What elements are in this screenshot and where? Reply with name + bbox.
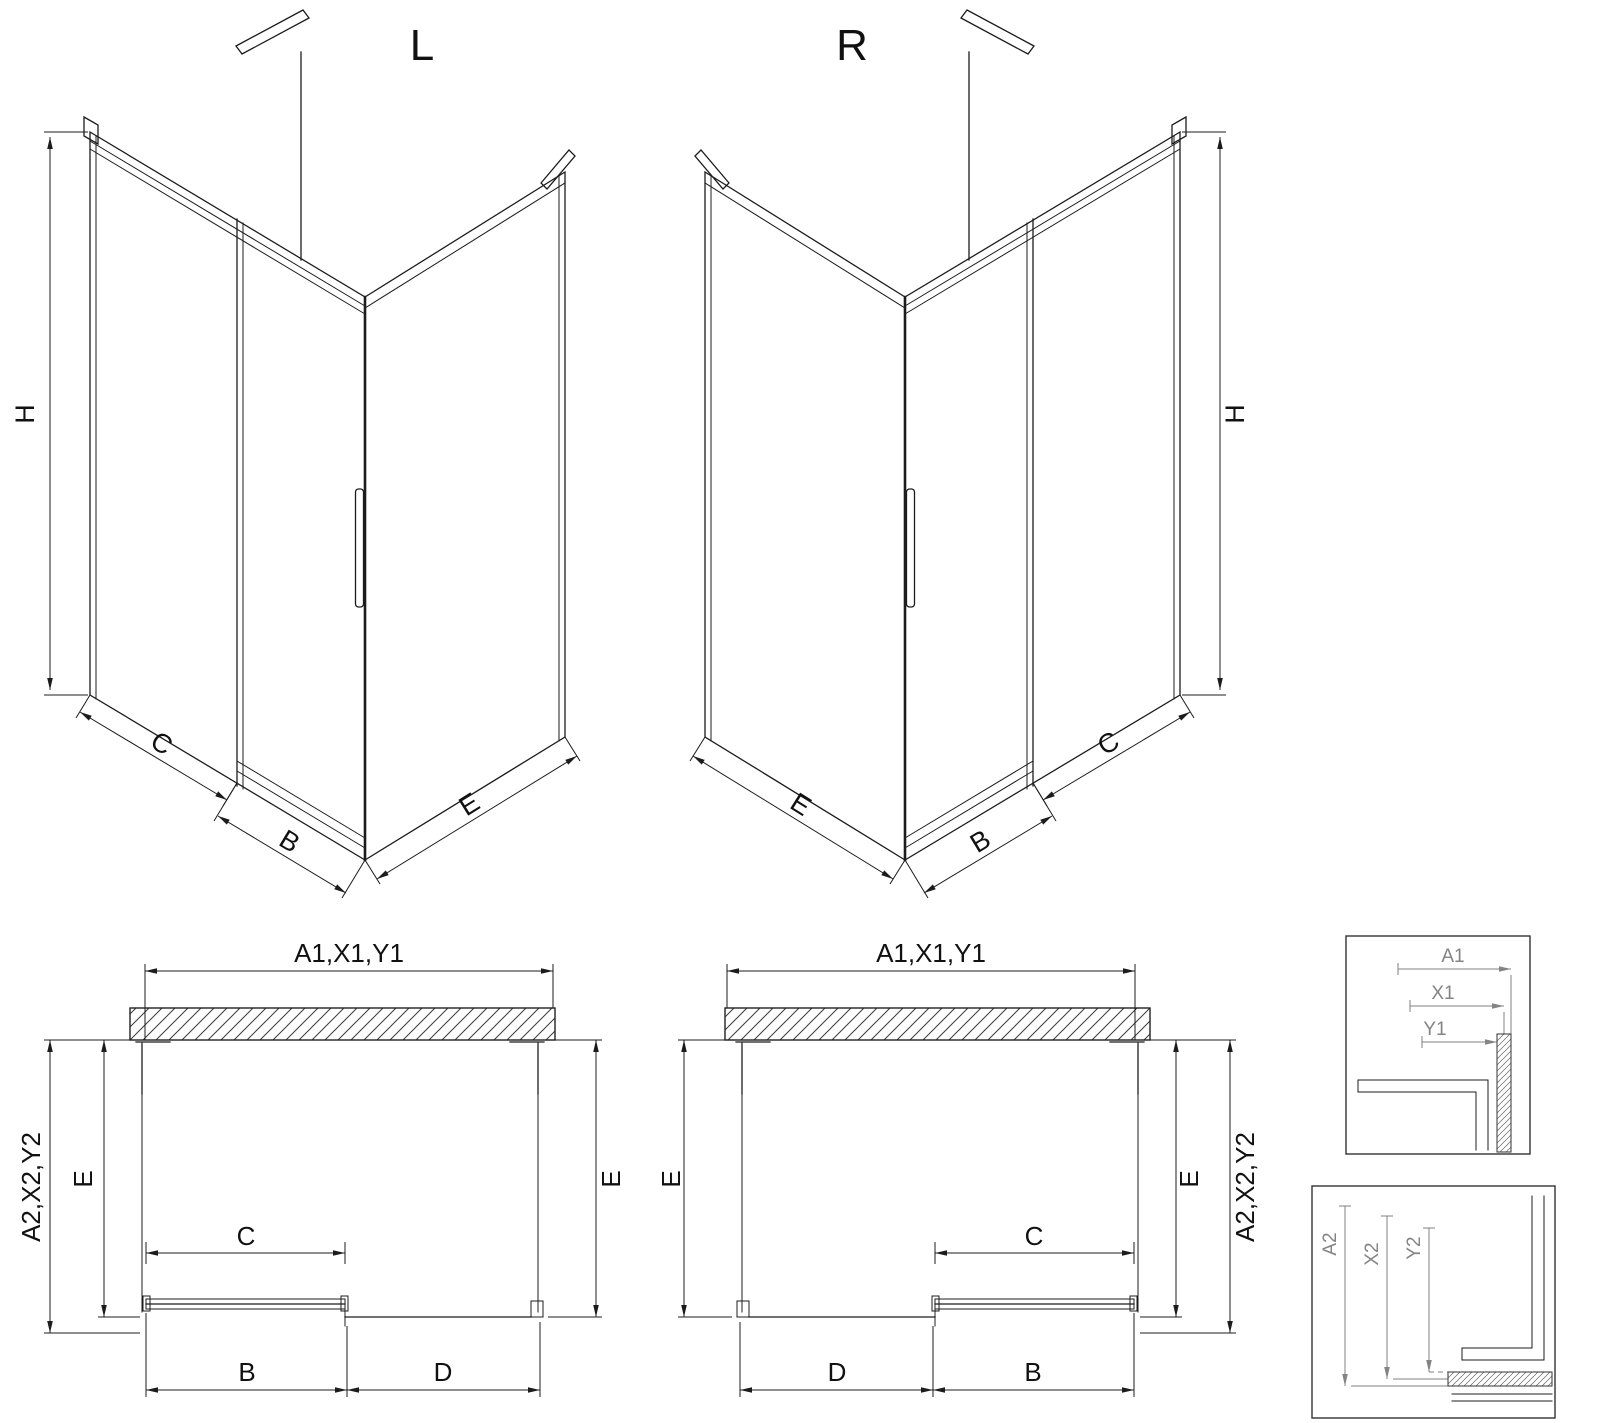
dim-label-y2: Y2 <box>1404 1236 1425 1259</box>
dim-label-d: D <box>434 1357 453 1387</box>
dim-label-y1: Y1 <box>1423 1019 1446 1040</box>
dim-label-c: C <box>237 1221 256 1251</box>
dim-label-b: B <box>238 1357 255 1387</box>
wall-hatched-strip <box>724 1007 1151 1041</box>
dim-label-width: A1,X1,Y1 <box>876 938 986 968</box>
dim-label-h: H <box>10 404 40 424</box>
wall-profile-inner <box>1357 1091 1477 1151</box>
variant-label-l: L <box>410 21 434 70</box>
iso-enclosure-drawing-right <box>690 10 1226 898</box>
plan-view-right: A1,X1,Y1 A2,X2,Y2 E E C B D <box>656 938 1260 1397</box>
glass-panel-section <box>1447 1371 1553 1387</box>
dim-label-x1: X1 <box>1431 983 1454 1004</box>
variant-label-r: R <box>836 21 868 70</box>
detail-frame <box>1311 1185 1556 1419</box>
wall-profile-outer <box>1357 1079 1489 1151</box>
dim-label-a1: A1 <box>1441 946 1464 967</box>
dim-label-e: E <box>454 787 485 822</box>
glass-panel-section <box>1496 1033 1512 1153</box>
dim-label-e-left: E <box>68 1170 98 1187</box>
dim-label-x2: X2 <box>1362 1242 1383 1265</box>
dim-label-e-right: E <box>596 1170 626 1187</box>
wall-hatched-strip <box>129 1007 556 1041</box>
detail-frame <box>1345 935 1531 1155</box>
dim-label-depth: A2,X2,Y2 <box>1230 1132 1260 1242</box>
dim-label-a2: A2 <box>1320 1232 1341 1255</box>
dim-label-width: A1,X1,Y1 <box>294 938 404 968</box>
dim-label-e-right: E <box>1174 1170 1204 1187</box>
dim-label-e-left: E <box>656 1170 686 1187</box>
dim-label-h: H <box>1220 404 1250 424</box>
plan-view-left: A1,X1,Y1 A2,X2,Y2 E E C B D <box>16 938 626 1397</box>
iso-view-left: L H C B E <box>10 10 580 898</box>
wall-profile-inner <box>1461 1195 1533 1349</box>
dim-label-e: E <box>785 787 816 822</box>
dim-label-b: B <box>965 824 996 859</box>
dim-label-depth: A2,X2,Y2 <box>16 1132 46 1242</box>
detail-view-depth: A2 X2 Y2 <box>1311 1185 1556 1419</box>
dim-label-b: B <box>1024 1357 1041 1387</box>
dim-label-d: D <box>828 1357 847 1387</box>
wall-profile-outer <box>1461 1195 1545 1361</box>
dim-label-c: C <box>1025 1221 1044 1251</box>
iso-enclosure-drawing-left <box>44 10 580 898</box>
dim-label-b: B <box>274 824 305 859</box>
detail-view-width: A1 X1 Y1 <box>1345 935 1531 1155</box>
iso-view-right: R H C B E <box>690 10 1250 898</box>
